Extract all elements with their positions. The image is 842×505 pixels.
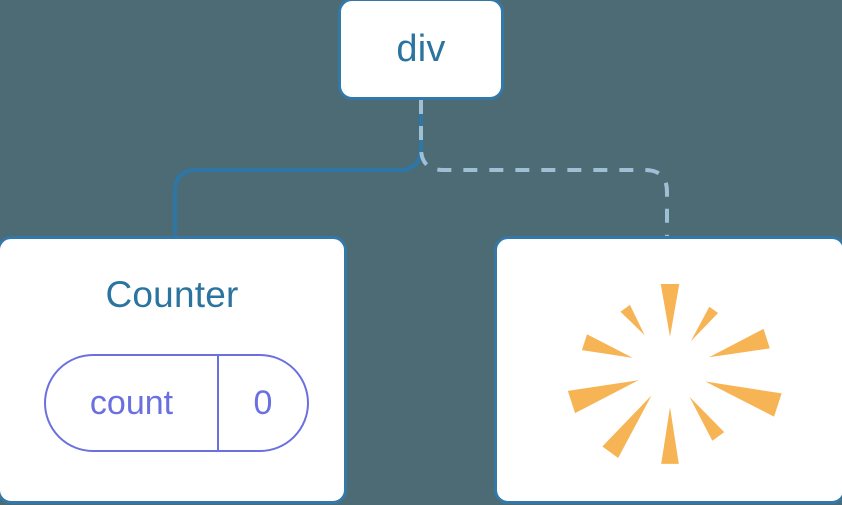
burst-ray-4 <box>705 381 782 417</box>
node-div-label: div <box>396 28 446 70</box>
radial-burst-icon <box>567 283 782 464</box>
burst-ray-1 <box>660 283 680 337</box>
node-div[interactable]: div <box>338 0 504 100</box>
burst-ray-6 <box>661 407 679 464</box>
burst-ray-5 <box>689 396 725 441</box>
edge-div-to-counter <box>173 100 423 238</box>
edge-div-to-burst <box>419 100 669 238</box>
burst-ray-10 <box>620 304 645 336</box>
burst-ray-7 <box>602 395 652 459</box>
burst-ray-9 <box>581 334 633 358</box>
state-key-label: count <box>46 356 219 450</box>
state-pill-count[interactable]: count 0 <box>44 354 309 452</box>
node-counter-label: Counter <box>105 274 239 315</box>
state-value-label: 0 <box>253 383 273 422</box>
node-counter[interactable]: Counter count 0 <box>0 236 347 504</box>
burst-ray-3 <box>709 328 770 358</box>
node-burst[interactable] <box>494 236 842 504</box>
burst-ray-2 <box>690 306 719 342</box>
burst-ray-8 <box>567 380 639 414</box>
